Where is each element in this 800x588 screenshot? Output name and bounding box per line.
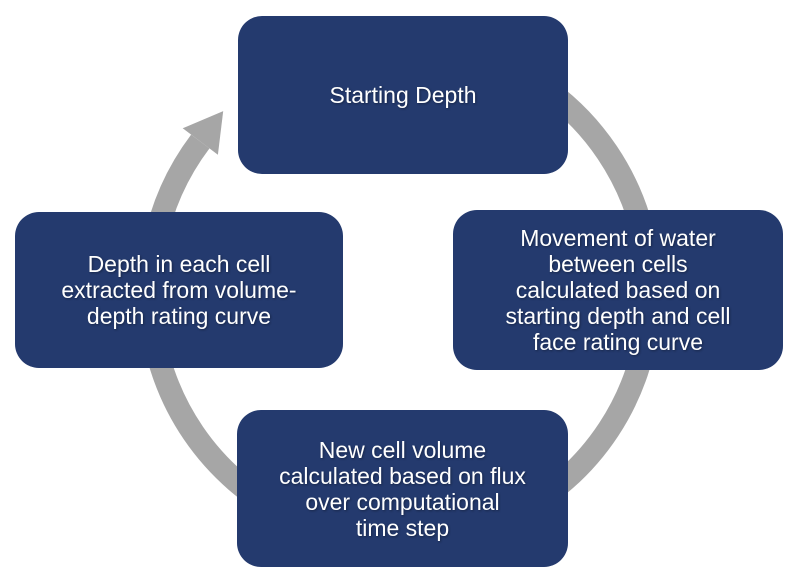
node-new-cell-volume-label: New cell volume calculated based on flux… xyxy=(279,436,526,541)
node-starting-depth-label: Starting Depth xyxy=(329,82,477,108)
node-movement-of-water: Movement of water between cells calculat… xyxy=(453,210,783,370)
node-starting-depth: Starting Depth xyxy=(238,16,568,174)
node-depth-extraction-label: Depth in each cell extracted from volume… xyxy=(61,251,297,329)
arrowhead-icon xyxy=(182,111,224,155)
node-depth-extraction: Depth in each cell extracted from volume… xyxy=(15,212,343,368)
node-movement-of-water-label: Movement of water between cells calculat… xyxy=(505,225,731,355)
node-new-cell-volume: New cell volume calculated based on flux… xyxy=(237,410,568,567)
